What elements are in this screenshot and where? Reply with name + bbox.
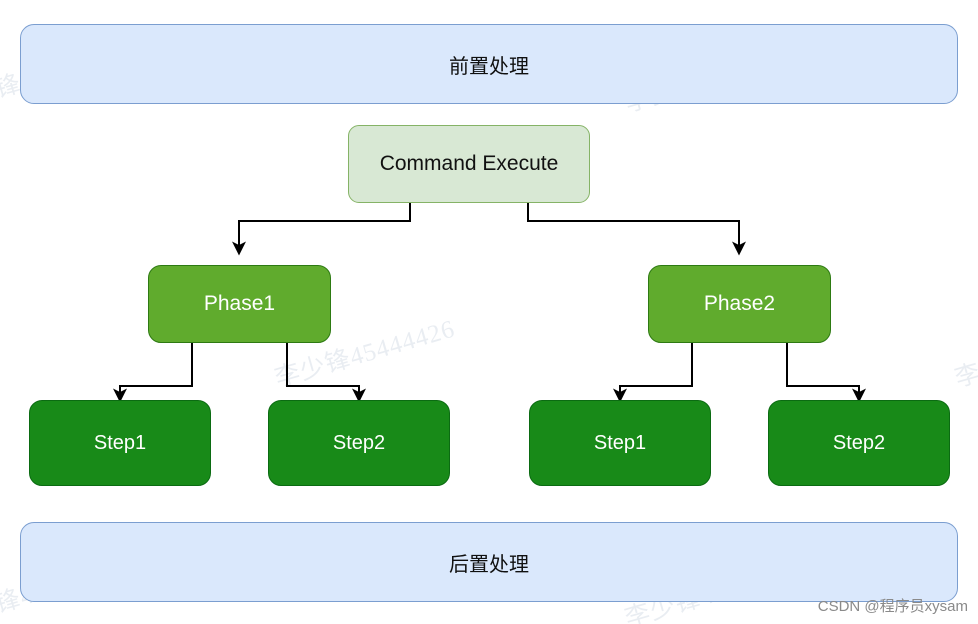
node-phase2-step1-label: Step1 [593, 431, 647, 454]
banner-pre-processing[interactable]: 前置处理 [20, 24, 958, 104]
edge-phase1-to-step1 [113, 343, 193, 403]
node-phase1-label: Phase1 [203, 292, 276, 315]
edge-command-to-phase1 [232, 203, 411, 256]
node-command-execute-label: Command Execute [379, 152, 559, 175]
banner-post-processing-label: 后置处理 [449, 553, 529, 576]
node-phase1[interactable]: Phase1 [148, 265, 331, 343]
node-phase1-step1-label: Step1 [93, 431, 147, 454]
node-phase2-step2[interactable]: Step2 [768, 400, 950, 486]
node-phase1-step2-label: Step2 [332, 431, 386, 454]
edge-command-to-phase2 [527, 203, 746, 256]
edge-phase1-to-step2 [286, 343, 366, 403]
banner-post-processing[interactable]: 后置处理 [20, 522, 958, 602]
node-phase1-step2[interactable]: Step2 [268, 400, 450, 486]
watermark-text: 李少锋45444426 [951, 315, 978, 393]
node-phase2-step2-label: Step2 [832, 431, 886, 454]
node-phase2-step1[interactable]: Step1 [529, 400, 711, 486]
banner-pre-processing-label: 前置处理 [449, 55, 529, 78]
csdn-credit: CSDN @程序员xysam [817, 598, 968, 615]
edge-phase2-to-step2 [786, 343, 866, 403]
node-phase1-step1[interactable]: Step1 [29, 400, 211, 486]
edge-phase2-to-step1 [613, 343, 693, 403]
node-phase2-label: Phase2 [703, 292, 776, 315]
node-phase2[interactable]: Phase2 [648, 265, 831, 343]
node-command-execute[interactable]: Command Execute [348, 125, 590, 203]
